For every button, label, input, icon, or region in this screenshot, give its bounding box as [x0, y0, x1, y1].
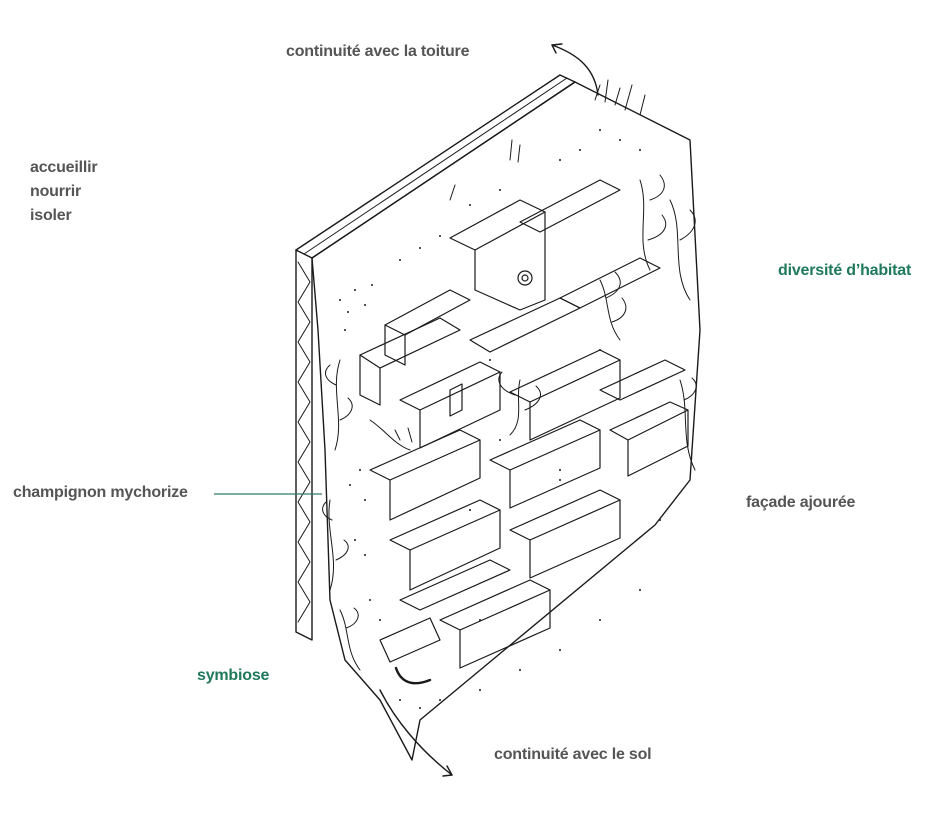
- label-openwork-facade: façade ajourée: [746, 494, 856, 511]
- label-function-insulate: isoler: [30, 207, 72, 224]
- label-symbiosis: symbiose: [197, 667, 270, 684]
- brick-openings: [394, 270, 533, 685]
- wall-back-panel-truss: [297, 261, 311, 623]
- wall-vegetation: [322, 174, 697, 671]
- arrow-roof: [551, 44, 599, 96]
- label-mycorrhizal-fungus: champignon mychorize: [13, 484, 188, 501]
- arrow-ground-head: [442, 765, 453, 777]
- label-habitat-diversity: diversité d’habitat: [778, 262, 912, 279]
- label-function-welcome: accueillir: [30, 159, 98, 176]
- label-ground-continuity: continuité avec le sol: [494, 746, 652, 763]
- substrate-stipple: [339, 129, 661, 709]
- wall-back-panel: [295, 249, 313, 641]
- brick-courses: [359, 179, 689, 669]
- label-roof-continuity: continuité avec la toiture: [286, 43, 470, 60]
- wall-outline: [311, 81, 701, 761]
- arrow-ground: [379, 689, 453, 776]
- wall-top-edge-inner: [303, 77, 568, 255]
- functions-list: accueillir nourrir isoler: [30, 159, 98, 232]
- label-function-feed: nourrir: [30, 183, 82, 200]
- arrow-roof-head: [551, 43, 563, 54]
- roof-vegetation: [449, 79, 646, 201]
